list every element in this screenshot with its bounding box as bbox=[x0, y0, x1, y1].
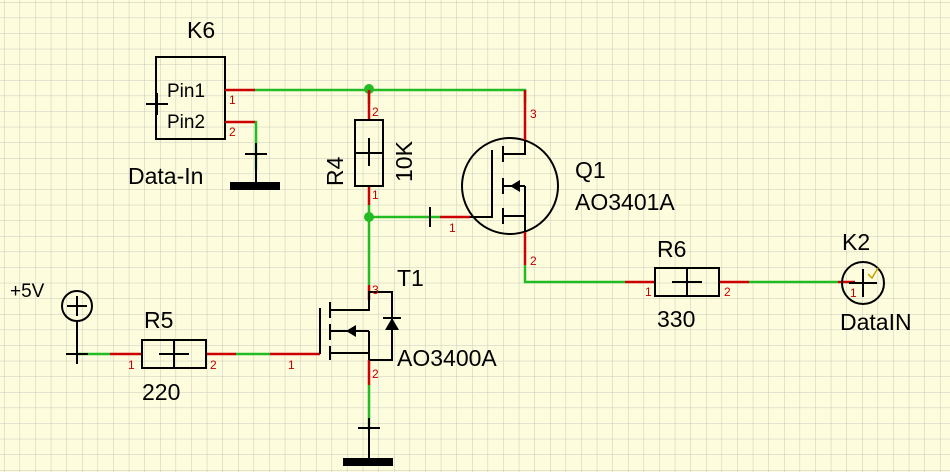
pin-number: 1 bbox=[128, 358, 135, 372]
pin-number: 3 bbox=[372, 283, 379, 297]
q1-ref-label: Q1 bbox=[575, 157, 606, 183]
ground-symbol[interactable] bbox=[230, 143, 280, 190]
junction-dot bbox=[364, 212, 374, 222]
connector-k6[interactable]: K6 Pin1 Pin2 1 2 Data-In bbox=[128, 17, 255, 189]
k2-body bbox=[841, 261, 885, 305]
r4-value-label: 10K bbox=[391, 140, 417, 182]
r5-value-label: 220 bbox=[142, 379, 180, 405]
ground-symbol[interactable] bbox=[343, 418, 393, 466]
pin-number: 1 bbox=[449, 221, 456, 235]
k2-ref-label: K2 bbox=[842, 229, 870, 255]
pin-number: 2 bbox=[724, 285, 731, 299]
resistor-r5[interactable]: 1 2 R5 220 bbox=[110, 307, 236, 405]
pin-number: 2 bbox=[372, 105, 379, 119]
mosfet-t1[interactable]: 3 1 2 T1 AO3400A bbox=[270, 265, 497, 385]
r6-ref-label: R6 bbox=[657, 236, 686, 262]
junction-dot bbox=[364, 84, 374, 94]
pin-number: 2 bbox=[530, 254, 537, 268]
q1-value-label: AO3401A bbox=[575, 189, 675, 215]
supply-label: +5V bbox=[10, 281, 45, 302]
pin-number: 1 bbox=[645, 285, 652, 299]
resistor-r4[interactable]: 2 1 R4 10K bbox=[322, 90, 417, 205]
connector-k2[interactable]: 1 K2 DataIN bbox=[838, 229, 912, 335]
k6-ref-label: K6 bbox=[187, 17, 215, 43]
k2-value-label: DataIN bbox=[840, 309, 912, 335]
r5-body bbox=[141, 339, 207, 369]
pin-number: 1 bbox=[850, 286, 857, 300]
pin-number: 2 bbox=[229, 125, 236, 139]
pin-number: 2 bbox=[372, 367, 379, 381]
k6-value-label: Data-In bbox=[128, 163, 203, 189]
pin-number: 1 bbox=[229, 93, 236, 107]
pin-number: 3 bbox=[530, 107, 537, 121]
wire-q1-drain-to-r6[interactable] bbox=[523, 265, 625, 284]
r6-value-label: 330 bbox=[657, 306, 695, 332]
r4-body bbox=[354, 119, 384, 187]
mosfet-q1[interactable]: 3 1 2 Q1 AO3401A bbox=[429, 90, 675, 268]
r5-ref-label: R5 bbox=[144, 307, 173, 333]
k6-pin1-label: Pin1 bbox=[167, 81, 205, 102]
t1-ref-label: T1 bbox=[397, 265, 424, 291]
pin-number: 2 bbox=[210, 358, 217, 372]
resistor-r6[interactable]: 1 2 R6 330 bbox=[625, 236, 749, 332]
q1-body bbox=[461, 137, 559, 235]
pin-number: 1 bbox=[288, 358, 295, 372]
k6-pin2-label: Pin2 bbox=[167, 112, 205, 133]
r4-ref-label: R4 bbox=[322, 156, 348, 186]
t1-value-label: AO3400A bbox=[397, 345, 497, 371]
r6-body bbox=[654, 267, 720, 297]
pin-number: 1 bbox=[372, 188, 379, 202]
supply-5v[interactable]: +5V bbox=[10, 281, 93, 364]
